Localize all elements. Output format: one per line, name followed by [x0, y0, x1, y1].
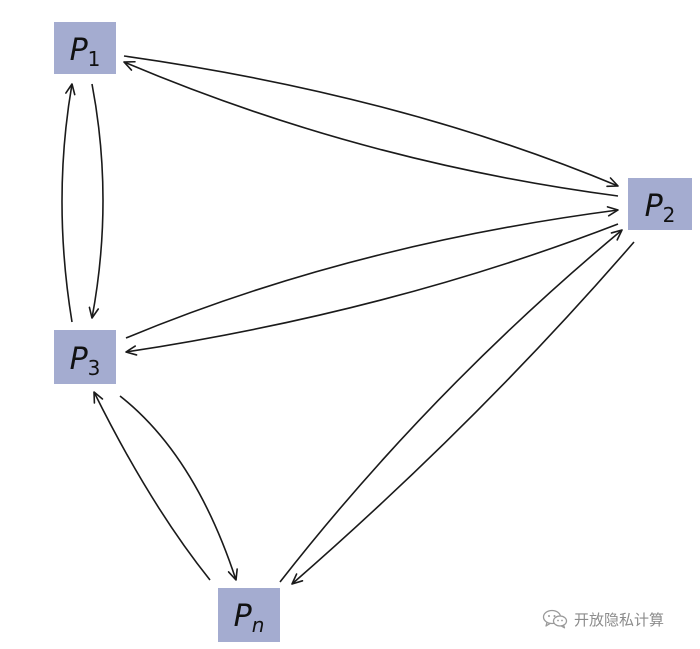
- node-p1-main: P: [70, 33, 89, 68]
- node-pn: Pn: [218, 588, 280, 642]
- node-p1-box: [54, 22, 116, 74]
- edge-p1-to-p2: [123, 55, 619, 188]
- edges: [61, 55, 635, 585]
- node-p1-label: P1: [70, 33, 101, 71]
- node-pn-subscript: n: [252, 613, 265, 637]
- edge-p2-to-p3: [125, 223, 619, 356]
- node-p3-label: P3: [70, 342, 101, 380]
- node-p2-label: P2: [645, 189, 676, 227]
- edge-p1-to-p3: [88, 83, 104, 319]
- node-p3-subscript: 3: [88, 356, 101, 380]
- edge-pn-to-p2: [279, 229, 623, 583]
- edge-p3-to-p2: [125, 206, 619, 339]
- node-p3: P3: [54, 330, 116, 384]
- node-p3-box: [54, 330, 116, 384]
- edge-p3-to-pn: [119, 395, 238, 581]
- edge-p2-to-p1: [123, 60, 619, 197]
- node-p1-subscript: 1: [88, 47, 101, 71]
- edge-p3-to-p1: [61, 83, 76, 323]
- edge-p2-to-pn: [291, 241, 635, 585]
- watermark-text: 开放隐私计算: [574, 610, 665, 629]
- node-p2-subscript: 2: [663, 203, 676, 227]
- watermark: 开放隐私计算: [542, 606, 664, 632]
- edge-pn-to-p3: [93, 391, 211, 581]
- node-p1: P1: [54, 22, 116, 74]
- node-pn-main: P: [234, 599, 253, 634]
- node-p2: P2: [628, 178, 692, 230]
- wechat-icon: [542, 609, 568, 629]
- node-pn-box: [218, 588, 280, 642]
- node-p2-box: [628, 178, 692, 230]
- node-p2-main: P: [645, 189, 664, 224]
- node-pn-label: Pn: [234, 599, 265, 637]
- node-p3-main: P: [70, 342, 89, 377]
